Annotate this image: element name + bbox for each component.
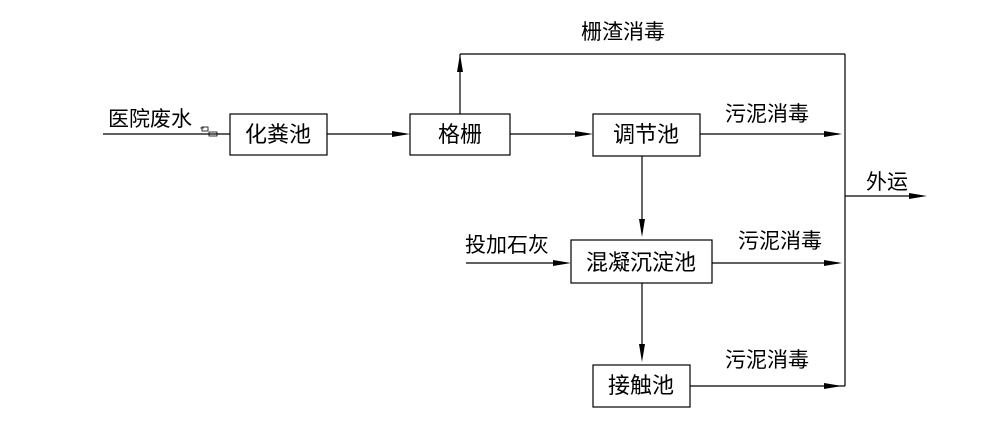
- arrow-right-icon: [553, 260, 571, 266]
- septic-tank-label: 化粪池: [245, 123, 311, 148]
- export-label: 外运: [866, 170, 908, 194]
- contact-tank-box: 接触池: [592, 364, 691, 408]
- arrow-up-icon: [457, 54, 463, 72]
- arrow-right-icon: [824, 260, 842, 266]
- arrow-right-icon: [824, 131, 842, 137]
- equalization-tank-box: 调节池: [592, 113, 701, 157]
- arrow-right-icon: [575, 131, 593, 137]
- coag-sed-tank-label: 混凝沉淀池: [586, 251, 696, 276]
- arrow-down-icon: [639, 344, 645, 362]
- screen-label: 格栅: [438, 123, 482, 148]
- sludge-disinfection-label: 污泥消毒: [725, 348, 809, 372]
- lime-input-label: 投加石灰: [465, 233, 549, 257]
- arrow-right-icon: [909, 193, 927, 199]
- valve-icon: [200, 126, 218, 137]
- sludge-disinfection-label: 污泥消毒: [725, 102, 809, 126]
- arrowheads: [392, 54, 927, 389]
- screen-box: 格栅: [409, 113, 511, 156]
- arrow-down-icon: [639, 219, 645, 237]
- flow-lines: [103, 53, 922, 387]
- wastewater-input-label: 医院废水: [108, 107, 192, 131]
- screenings-disinfection-label: 栅渣消毒: [581, 20, 665, 44]
- arrow-right-icon: [824, 383, 842, 389]
- contact-tank-label: 接触池: [608, 374, 674, 399]
- sludge-disinfection-label: 污泥消毒: [738, 229, 822, 253]
- arrow-right-icon: [392, 131, 410, 137]
- coag-sed-tank-box: 混凝沉淀池: [570, 239, 713, 284]
- equalization-tank-label: 调节池: [613, 123, 679, 148]
- septic-tank-box: 化粪池: [229, 113, 328, 156]
